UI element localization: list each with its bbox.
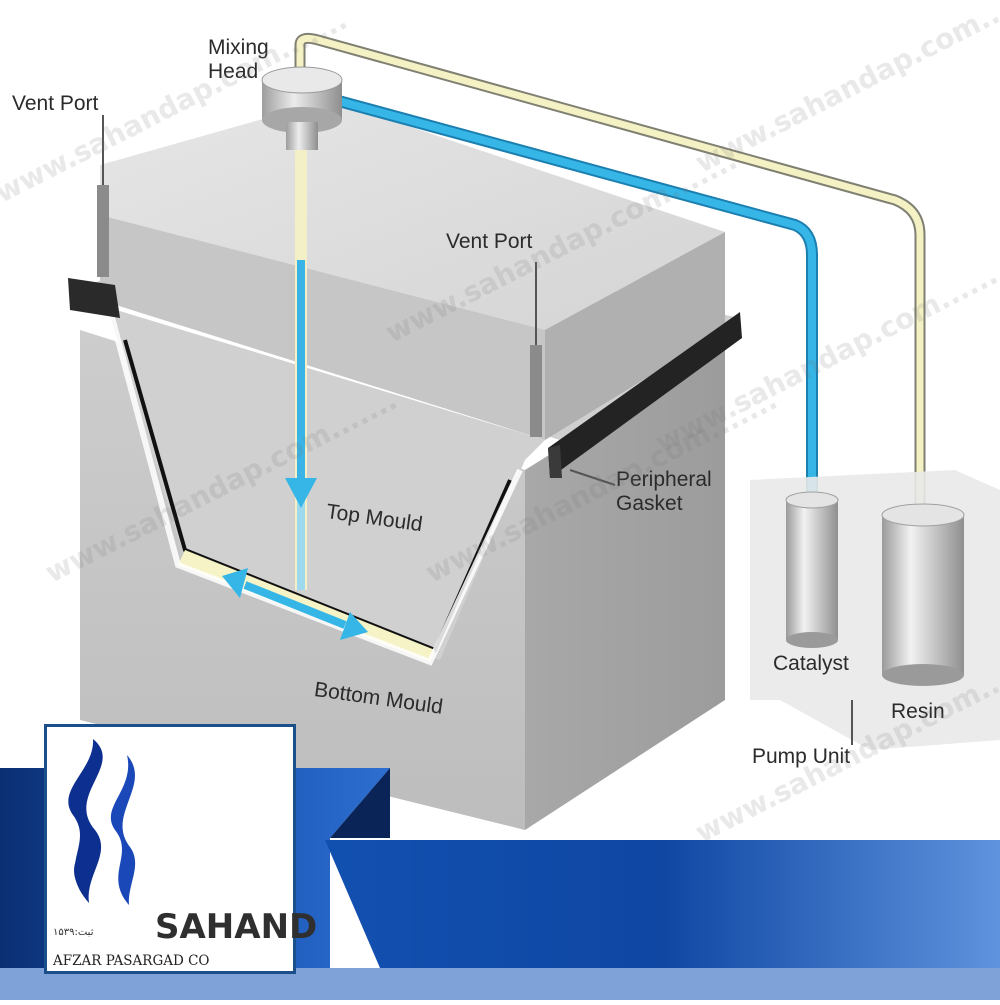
mixing-head-label-line1: Mixing	[208, 36, 269, 59]
down-arrow-icon	[285, 478, 317, 508]
mixing-head-label-line2: Head	[208, 60, 259, 83]
vent-port-left-label: Vent Port	[12, 92, 99, 115]
registration-number: ثبت:۱۵۳۹	[53, 927, 94, 938]
peripheral-gasket	[68, 278, 742, 478]
flow-right-arrow-icon	[340, 612, 368, 640]
injection-flow	[222, 150, 368, 640]
pump-unit-label: Pump Unit	[752, 745, 851, 768]
catalyst-label: Catalyst	[773, 652, 849, 675]
vent-port-right-label: Vent Port	[446, 230, 533, 253]
company-logo: ثبت:۱۵۳۹ SAHAND AFZAR PASARGAD CO	[44, 724, 317, 974]
pump-unit	[750, 470, 1000, 750]
resin-tank	[881, 503, 965, 686]
flame-logo-icon	[68, 739, 136, 905]
catalyst-tank	[785, 491, 839, 648]
leader-lines	[569, 469, 853, 745]
flow-left-arrow-icon	[222, 568, 248, 598]
brand-subtitle: AFZAR PASARGAD CO	[53, 953, 210, 969]
top-mould-block	[100, 100, 725, 440]
mixing-head-label: Mixing Head	[208, 36, 269, 84]
brand-name: SAHAND	[155, 907, 318, 947]
peripheral-gasket-label: Peripheral Gasket	[616, 468, 712, 516]
resin-label: Resin	[891, 700, 945, 723]
mixing-head	[261, 66, 343, 150]
vent-port-right	[530, 262, 542, 437]
peripheral-gasket-label-line2: Gasket	[616, 492, 683, 515]
vent-port-left	[97, 115, 109, 277]
peripheral-gasket-label-line1: Peripheral	[616, 468, 712, 491]
